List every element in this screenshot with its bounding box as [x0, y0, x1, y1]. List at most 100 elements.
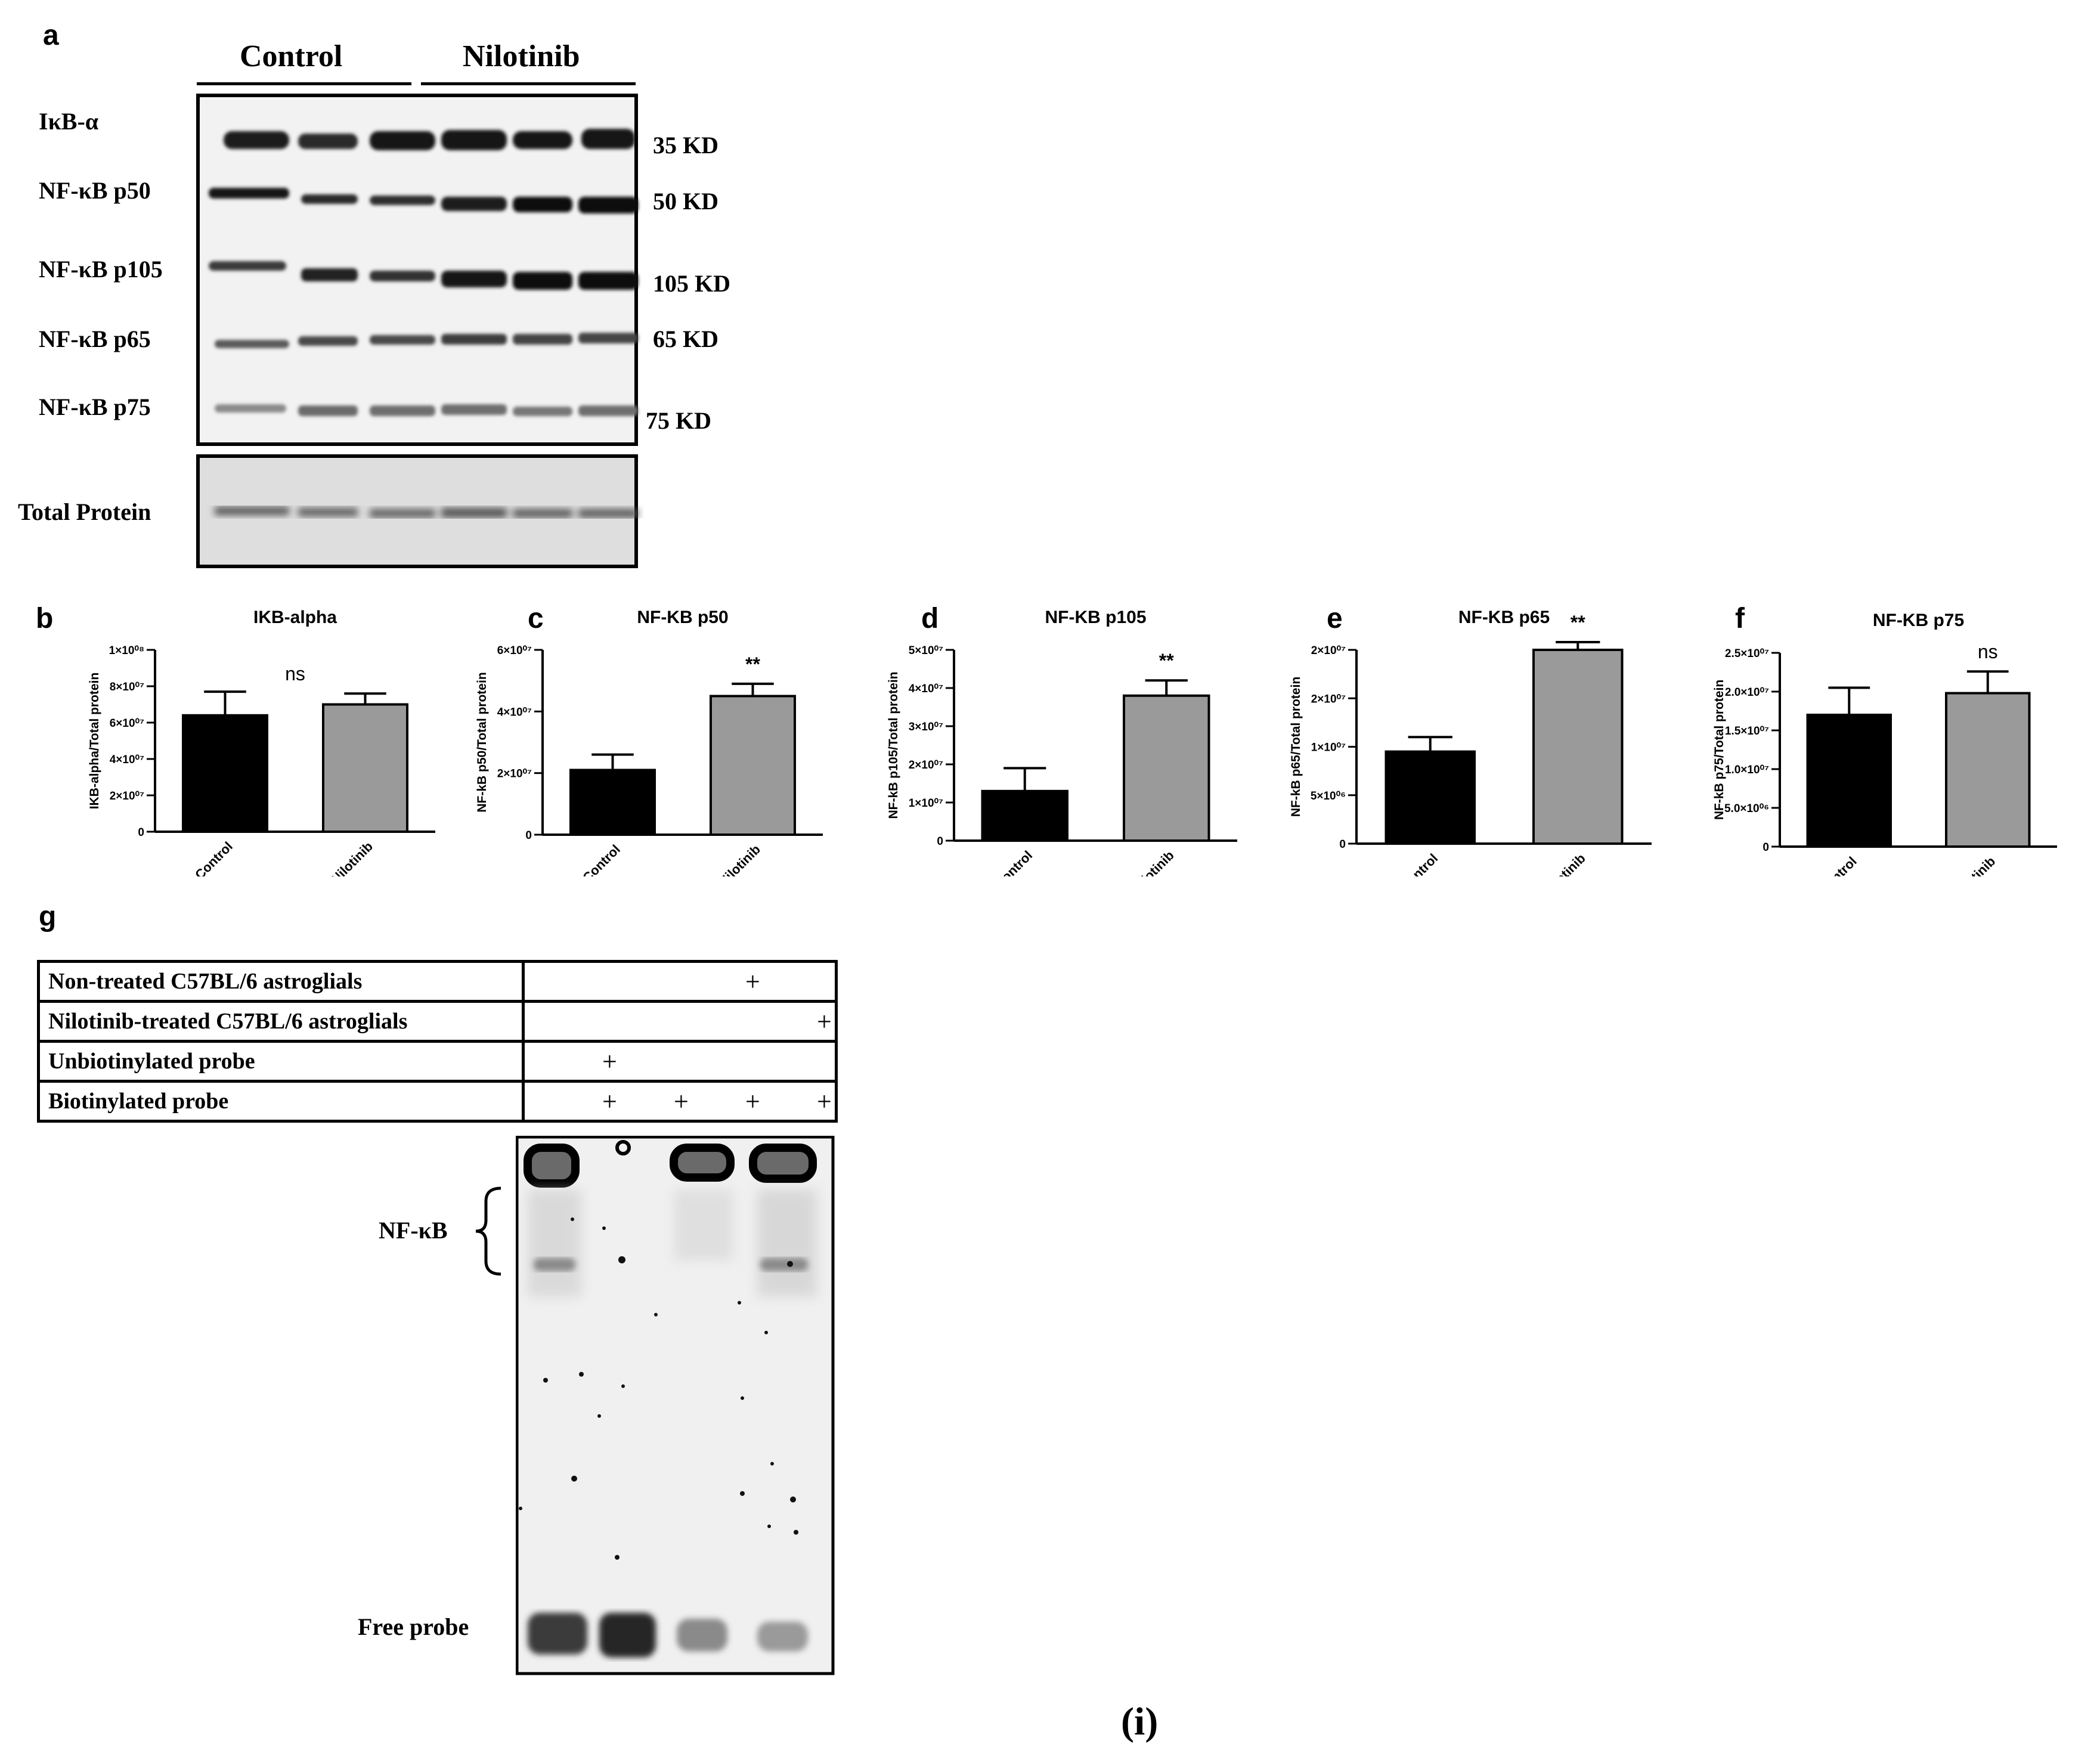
- group-label-nilotinib: Nilotinib: [463, 39, 580, 73]
- y-tick-label: 8×10⁰⁷: [110, 681, 144, 693]
- plus-mark: +: [817, 1087, 832, 1116]
- bar: [182, 714, 268, 833]
- condition-marks: + + + +: [522, 1080, 838, 1123]
- y-tick-label: 2×10⁰⁷: [497, 768, 532, 780]
- y-tick-label: 1×10⁰⁷: [1311, 742, 1346, 754]
- y-tick-label: 5×10⁰⁷: [909, 645, 943, 657]
- y-axis-label: IKB-alpha/Total protein: [88, 673, 101, 809]
- kd-label: 65 KD: [653, 326, 718, 352]
- condition-marks: +: [522, 960, 838, 1003]
- condition-marks: +: [522, 1000, 838, 1043]
- x-tick-label: Nilotinib: [1541, 851, 1588, 876]
- emsa-condition-table: Non-treated C57BL/6 astroglials + Niloti…: [37, 960, 838, 1123]
- y-tick-label: 5.0×10⁰⁶: [1724, 803, 1769, 815]
- chart-nfkb-p75: NF-KB p75 0 5.0×10⁰⁶ 1.0×10⁰⁷ 1.5×10⁰⁷ 2.0×10…: [1712, 611, 2057, 876]
- y-tick-label: 1×10⁰⁸: [109, 645, 144, 657]
- panel-g-letter: g: [39, 901, 57, 932]
- significance-label: **: [745, 653, 760, 675]
- table-row: Nilotinib-treated C57BL/6 astroglials +: [37, 1000, 838, 1043]
- western-blot-image: [196, 94, 638, 568]
- y-tick-label: 1.0×10⁰⁷: [1725, 764, 1769, 776]
- plus-mark: +: [602, 1047, 617, 1076]
- kd-label: 35 KD: [653, 132, 718, 159]
- y-axis-label: NF-kB p105/Total protein: [887, 672, 900, 819]
- kd-label: 75 KD: [646, 407, 711, 434]
- y-tick-label: 2×10⁰⁷: [909, 759, 943, 771]
- table-row: Unbiotinylated probe +: [37, 1040, 838, 1083]
- x-tick-label: Nilotinib: [716, 842, 763, 876]
- total-protein-label: Total Protein: [18, 498, 151, 525]
- plus-mark: +: [817, 1007, 832, 1036]
- y-tick-label: 4×10⁰⁷: [497, 706, 532, 718]
- chart-nfkb-p50: NF-KB p50 0 2×10⁰⁷ 4×10⁰⁷ 6×10⁰⁷ NF-kB p50/To…: [475, 608, 823, 876]
- y-tick-label: 3×10⁰⁷: [909, 721, 943, 733]
- nfkb-band-label: NF-κB: [379, 1217, 448, 1244]
- significance-label: ns: [285, 663, 305, 684]
- x-tick-label: Control: [580, 842, 623, 876]
- y-tick-label: 2×10⁰⁷: [1311, 645, 1346, 657]
- x-tick-label: Control: [992, 848, 1035, 876]
- y-tick-label: 6×10⁰⁷: [497, 645, 532, 657]
- condition-label: Non-treated C57BL/6 astroglials: [37, 960, 525, 1003]
- blot-row-label: NF-κB p75: [39, 394, 151, 420]
- panel-f-letter: f: [1735, 603, 1745, 634]
- plus-mark: +: [674, 1087, 689, 1116]
- y-axis-label: NF-kB p50/Total protein: [475, 672, 489, 812]
- chart-ikb-alpha: IKB-alpha02×10⁰⁷4×10⁰⁷6×10⁰⁷8×10⁰⁷1×10⁰⁸…: [88, 608, 435, 876]
- chart-nfkb-p105: NF-KB p10501×10⁰⁷2×10⁰⁷3×10⁰⁷4×10⁰⁷5×10⁰…: [887, 608, 1237, 876]
- y-tick-label: 0: [1339, 838, 1346, 851]
- condition-label: Nilotinib-treated C57BL/6 astroglials: [37, 1000, 525, 1043]
- plus-mark: +: [745, 1087, 760, 1116]
- kd-label: 50 KD: [653, 188, 718, 215]
- x-tick-label: Control: [1397, 851, 1441, 876]
- y-tick-label: 4×10⁰⁷: [909, 683, 943, 695]
- chart-title: IKB-alpha: [253, 608, 337, 627]
- y-tick-label: 2×10⁰⁷: [110, 790, 144, 803]
- significance-label: **: [1571, 612, 1585, 633]
- y-axis-label: NF-kB p65/Total protein: [1289, 677, 1303, 817]
- condition-label: Unbiotinylated probe: [37, 1040, 525, 1083]
- bar: [1945, 692, 2031, 848]
- y-tick-label: 2.0×10⁰⁷: [1725, 686, 1769, 699]
- plus-mark: +: [745, 967, 760, 996]
- y-tick-label: 6×10⁰⁷: [110, 717, 144, 730]
- y-tick-label: 5×10⁰⁶: [1311, 790, 1346, 803]
- y-tick-label: 0: [937, 835, 943, 848]
- group-line-nilotinib: [421, 82, 636, 85]
- chart-nfkb-p65: NF-KB p6505×10⁰⁶1×10⁰⁷2×10⁰⁷2×10⁰⁷NF-kB …: [1289, 608, 1652, 876]
- x-tick-label: Nilotinib: [1950, 854, 1998, 876]
- group-line-control: [197, 82, 411, 85]
- x-tick-label: Control: [1816, 854, 1860, 876]
- y-tick-label: 0: [1763, 841, 1769, 854]
- y-axis-label: NF-kB p75/Total protein: [1712, 680, 1726, 820]
- significance-label: ns: [1978, 641, 1998, 662]
- free-probe-label: Free probe: [358, 1613, 469, 1640]
- blot-row-label: NF-κB p105: [39, 256, 163, 283]
- bar: [1384, 750, 1476, 845]
- bar: [981, 789, 1068, 842]
- x-tick-label: Control: [192, 839, 236, 876]
- y-tick-label: 0: [525, 829, 532, 842]
- bar: [322, 703, 408, 833]
- table-row: Biotinylated probe + + + +: [37, 1080, 838, 1123]
- blot-row-label: NF-κB p50: [39, 177, 151, 204]
- chart-title: NF-KB p50: [637, 608, 728, 627]
- bar: [710, 695, 796, 836]
- panel-d-letter: d: [921, 603, 939, 634]
- bar: [1806, 714, 1892, 848]
- y-tick-label: 2×10⁰⁷: [1311, 693, 1346, 705]
- chart-title: NF-KB p75: [1873, 611, 1964, 630]
- panel-b-letter: b: [36, 603, 54, 634]
- nfkb-bracket: [475, 1186, 501, 1276]
- bar: [1532, 649, 1624, 845]
- blot-row-label: NF-κB p65: [39, 326, 151, 352]
- y-tick-label: 1.5×10⁰⁷: [1725, 725, 1769, 738]
- condition-marks: +: [522, 1040, 838, 1083]
- condition-label: Biotinylated probe: [37, 1080, 525, 1123]
- y-tick-label: 2.5×10⁰⁷: [1725, 647, 1769, 660]
- bar: [1123, 694, 1210, 842]
- significance-label: **: [1159, 650, 1174, 671]
- y-tick-label: 0: [138, 826, 144, 839]
- bar: [569, 769, 656, 836]
- emsa-gel-image: [516, 1136, 835, 1675]
